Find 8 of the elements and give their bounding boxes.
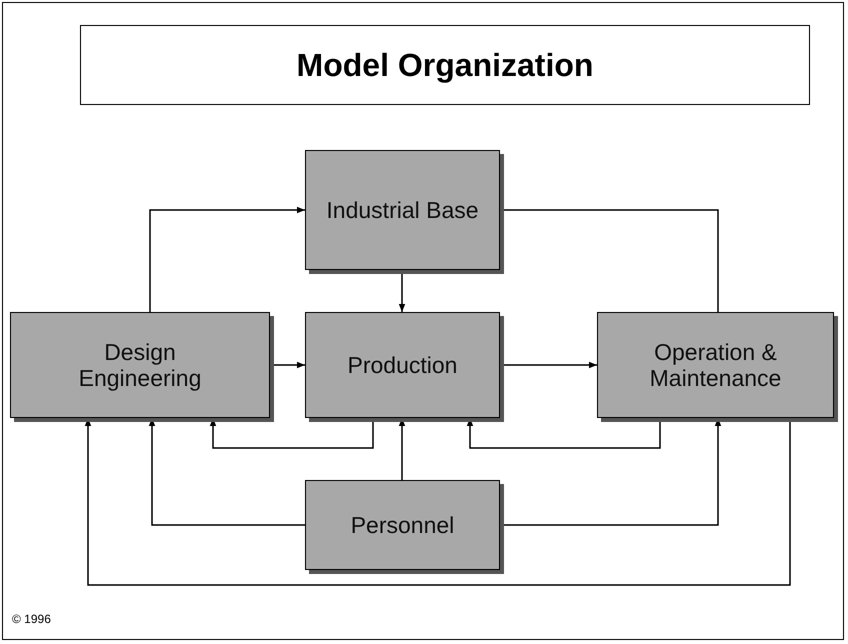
connector-arrow	[149, 206, 305, 312]
box-label: Personnel	[350, 512, 454, 538]
title: Model Organization	[296, 46, 594, 84]
box-label: Industrial Base	[326, 196, 479, 224]
box-label: Design Engineering	[78, 338, 202, 392]
box-label: Operation & Maintenance	[648, 338, 782, 392]
box-label: Production	[348, 352, 458, 378]
copyright-note: © 1996	[12, 612, 51, 626]
